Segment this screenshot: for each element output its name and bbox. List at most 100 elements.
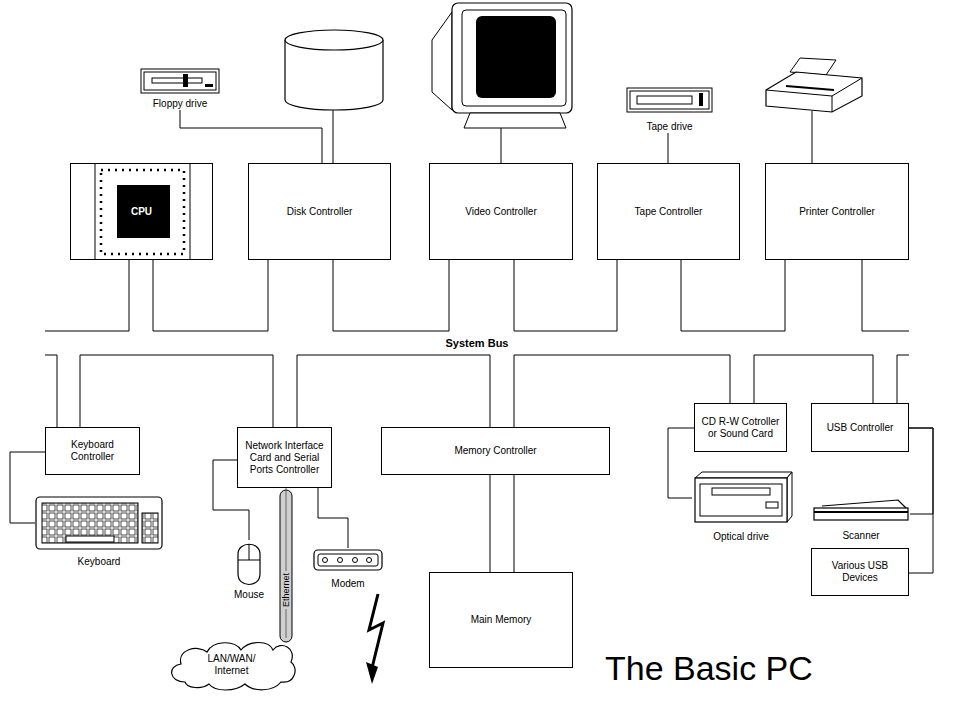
floppy-drive: Floppy drive	[140, 66, 220, 110]
chip-edge	[190, 163, 191, 260]
cable-line	[668, 428, 694, 498]
edge-label: Ethernet	[281, 571, 291, 609]
controller-box: Printer Controller	[765, 163, 909, 260]
node-label: Main Memory	[471, 614, 532, 626]
drive-slot	[152, 78, 202, 83]
tape-light	[699, 93, 703, 106]
drive-light	[205, 84, 213, 87]
cpu-chip	[95, 163, 190, 260]
tape-slot	[637, 96, 692, 104]
network-cloud: LAN/WAN/ Internet	[165, 638, 298, 692]
disk-top	[285, 30, 383, 50]
modem-light	[323, 558, 328, 563]
keyboard-case	[36, 497, 162, 549]
mouse-icon	[238, 544, 260, 585]
device-caption: Tape drive	[646, 121, 692, 133]
diagram-title: The Basic PC	[605, 648, 813, 688]
modem: Modem	[313, 548, 383, 590]
scanner-base	[814, 508, 908, 520]
bus-connector	[617, 260, 681, 331]
bus-connector	[490, 355, 514, 427]
monitor-wire	[501, 128, 502, 163]
modem-icon	[314, 550, 382, 570]
bus-connector	[449, 260, 514, 331]
node-label: LAN/WAN/ Internet	[204, 653, 260, 677]
node-label: USB Controller	[827, 422, 894, 434]
controller-box: Disk Controller	[248, 163, 391, 260]
device-caption: Floppy drive	[153, 98, 207, 110]
monitor-base	[464, 113, 566, 128]
bolt-tip	[366, 662, 378, 684]
device-box: Various USB Devices	[811, 548, 909, 596]
modem-light	[367, 558, 372, 563]
device-caption: Modem	[331, 578, 364, 590]
controller-box: Network Interface Card and Serial Ports …	[237, 427, 332, 488]
disk-wire	[333, 110, 334, 163]
keyboard-space	[66, 536, 114, 542]
chip-pins	[101, 170, 184, 254]
drive-tray	[712, 488, 770, 495]
monitor-side	[432, 12, 452, 110]
cpu-box: CPU	[70, 163, 213, 260]
cable-line	[909, 428, 933, 573]
modem-front	[318, 554, 378, 566]
lightning-bolt	[366, 594, 383, 684]
mouse: Mouse	[226, 540, 272, 601]
bus-connector	[129, 260, 153, 331]
node-label: Tape Controller	[635, 206, 703, 218]
monitor-bezel	[452, 3, 572, 113]
mouse-button-line	[249, 544, 250, 560]
node-label: CD R-W Cotroller or Sound Card	[698, 416, 783, 440]
node-label: Video Controller	[465, 206, 537, 218]
controller-box: Memory Controller	[381, 427, 610, 475]
cable-line	[286, 488, 287, 638]
bolt-line	[369, 594, 383, 668]
controller-box: USB Controller	[811, 403, 909, 452]
keyboard-icon	[36, 497, 162, 549]
mouse-body	[238, 544, 260, 584]
system-bus-outline	[45, 331, 909, 355]
scanner-lid	[822, 500, 906, 508]
optical-drive: Optical drive	[692, 473, 790, 543]
tape-drive-icon	[627, 88, 712, 112]
floppy-drive-icon	[141, 69, 219, 93]
drive-front	[695, 478, 787, 522]
chip-edge	[95, 163, 96, 260]
chip-die	[117, 185, 170, 238]
drive-lever	[183, 74, 188, 87]
bus-connector	[57, 355, 80, 427]
scanner: Scanner	[812, 498, 910, 542]
node-label: Network Interface Card and Serial Ports …	[241, 440, 328, 476]
controller-box: CD R-W Cotroller or Sound Card	[694, 403, 787, 452]
drive-side	[787, 472, 792, 522]
keyboard-numpad	[142, 513, 158, 543]
drive-panel	[700, 484, 782, 516]
cable-line	[180, 110, 322, 163]
modem-light	[353, 558, 358, 563]
printer-icon	[766, 58, 862, 163]
monitor-icon	[432, 3, 572, 163]
modem-light	[338, 558, 343, 563]
bus-connector	[873, 355, 897, 403]
drive-front	[144, 72, 216, 90]
bus-connector	[785, 260, 862, 331]
printer-wire	[812, 111, 813, 163]
node-label: Keyboard Controller	[49, 439, 136, 463]
monitor-frame	[462, 10, 566, 106]
node-label: Printer Controller	[799, 206, 875, 218]
node-label: System Bus	[446, 337, 509, 349]
node-label: Various USB Devices	[815, 560, 905, 584]
printer-slot	[786, 86, 834, 90]
bus-connector	[273, 355, 297, 427]
device-caption: Mouse	[234, 589, 264, 601]
tape-case	[627, 88, 712, 112]
node-label: Disk Controller	[287, 206, 353, 218]
controller-box: Video Controller	[429, 163, 573, 260]
keyboard: Keyboard	[35, 493, 163, 568]
tape-drive: Tape drive	[627, 86, 712, 133]
bus-connector	[730, 355, 754, 403]
controller-box: Keyboard Controller	[45, 427, 140, 475]
modem-case	[314, 550, 382, 570]
drive-top	[695, 472, 792, 478]
cable-line	[909, 428, 933, 514]
